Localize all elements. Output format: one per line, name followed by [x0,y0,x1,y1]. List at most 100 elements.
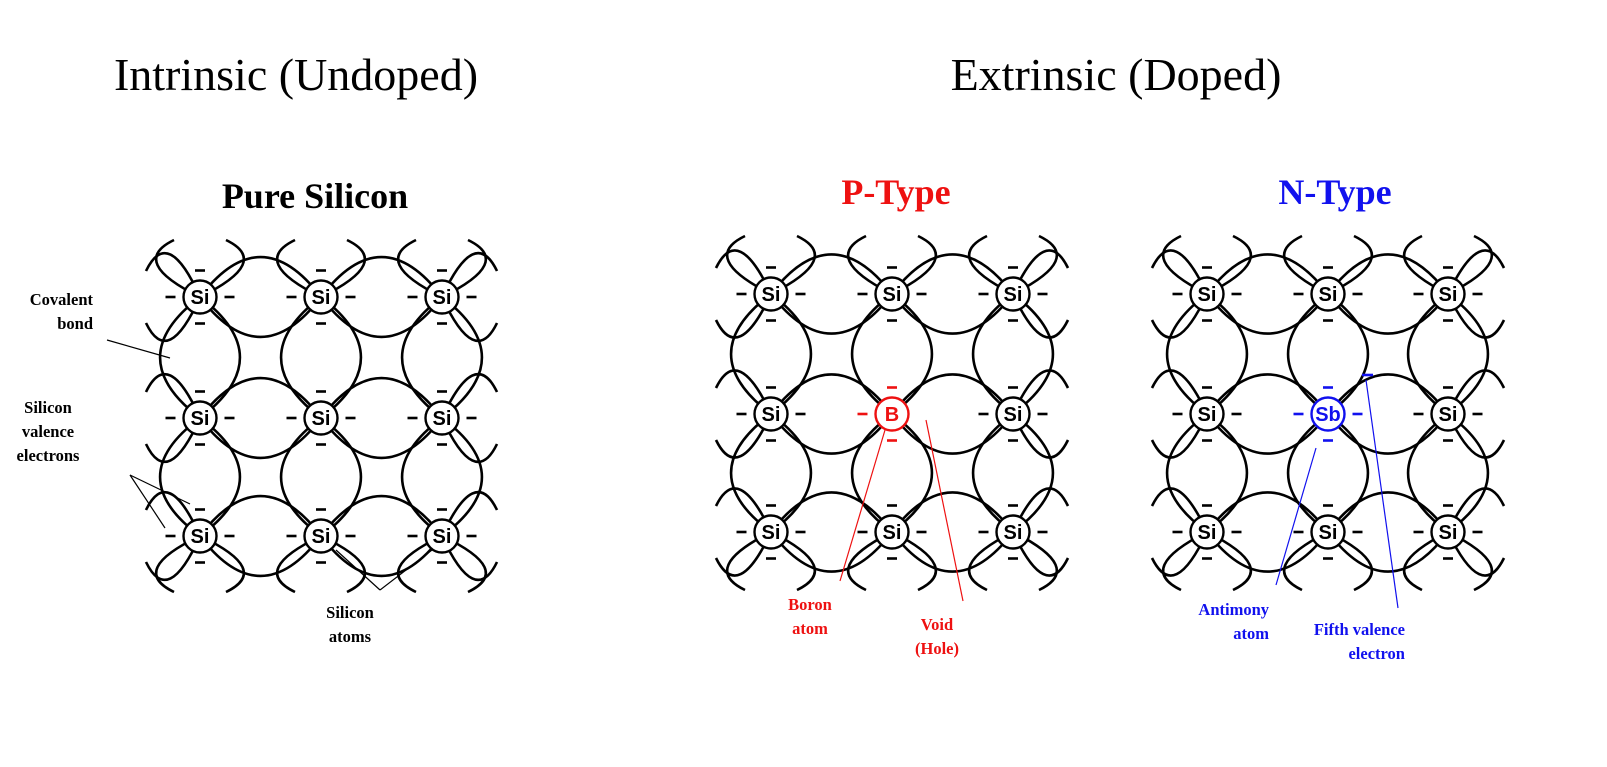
leader-line [1365,379,1399,609]
atom-label: Si [191,287,210,309]
covalent-bond-arc [891,412,934,534]
covalent-bond-arc [729,412,772,534]
atom-label: Si [1319,284,1338,306]
covalent-bond-arc [769,373,894,415]
covalent-bond-arc [1326,413,1450,455]
covalent-bond-label: Covalent [30,290,94,309]
fifth-valence-electron-label: electron [1348,644,1405,663]
silicon-atom: Si [286,269,356,325]
covalent-bond-arc [279,295,322,420]
silicon-atom: Si [165,390,235,446]
covalent-bond-arc [890,531,1015,573]
atom-label: Si [883,284,902,306]
leader-line [335,549,381,591]
covalent-bond-arc [198,494,323,537]
covalent-bond-arc [400,416,443,538]
covalent-bond-arc [319,494,444,537]
covalent-bond-arc [1286,292,1329,416]
silicon-atom: Si [165,269,235,325]
covalent-bond-arc [1447,412,1490,534]
atom-label: Si [1198,404,1217,426]
covalent-bond-arc [1286,412,1329,534]
silicon-atoms-callout: Silicon atoms [326,549,433,646]
silicon-atom: Si [1293,504,1363,560]
boron-atom-label: atom [792,619,828,638]
silicon-atom: Si [1293,266,1363,322]
silicon-atom: Si [286,508,356,564]
covalent-bonds [144,238,499,594]
covalent-bond-arc [1327,292,1370,416]
covalent-bond-arc [890,293,1015,335]
atom-label: Sb [1315,404,1341,426]
covalent-bond-arc [769,491,894,533]
covalent-bond-arc [441,416,484,538]
atom-label: Si [1004,522,1023,544]
covalent-bond-arc [769,413,894,455]
silicon-atom: Si [857,504,927,560]
covalent-bond-arc [319,255,444,298]
atom-label: Si [1439,284,1458,306]
silicon-atom: Si [1172,504,1242,560]
covalent-bond-arc [158,295,201,420]
covalent-bond-arc [1012,292,1055,416]
covalent-bond-arc [1326,373,1450,415]
atom-label: Si [191,408,210,430]
covalent-bond-arc [441,295,484,420]
pure-silicon-annotations: CovalentbondSiliconvalenceelectronsSilic… [17,290,433,646]
covalent-bond-arc [769,531,894,573]
intrinsic-heading: Intrinsic (Undoped) [114,49,478,100]
atom-label: Si [312,408,331,430]
fifth-valence-electron-callout: Fifth valence electron [1314,379,1405,663]
void-hole-label: (Hole) [915,639,959,658]
fifth-valence-electron-label: Fifth valence [1314,620,1405,639]
covalent-bond-arc [770,292,813,416]
covalent-bond-callout: Covalent bond [30,290,171,359]
covalent-bond-arc [890,373,1015,415]
silicon-atoms-label: Silicon [326,603,374,622]
extrinsic-heading: Extrinsic (Doped) [951,49,1282,100]
silicon-atom: Si [978,266,1048,322]
covalent-bond-arc [1165,292,1208,416]
covalent-bond-label: bond [57,314,93,333]
covalent-bond-arc [1205,491,1330,533]
covalent-bond-arc [320,295,363,420]
silicon-atom: Si [1172,386,1242,442]
covalent-bond-arc [319,417,444,460]
atom-label: Si [1439,522,1458,544]
dopant-atom: B [857,386,910,442]
covalent-bond-arc [198,535,323,578]
n-type-title: N-Type [1278,172,1391,212]
covalent-bond-arc [971,292,1014,416]
covalent-bond-arc [1205,253,1330,295]
covalent-bond-arc [319,296,444,339]
covalent-bond-arc [279,416,322,538]
silicon-atoms-label: atoms [329,627,372,646]
silicon-atom: Si [407,269,477,325]
covalent-bond-arc [850,412,893,534]
covalent-bond-arc [1447,292,1490,416]
atom-label: B [885,404,899,426]
atom-label: Si [433,287,452,309]
leader-line [379,549,433,591]
atom-label: Si [1439,404,1458,426]
silicon-atom: Si [978,386,1048,442]
antimony-atom-label: Antimony [1198,600,1269,619]
silicon-atom: Si [736,504,806,560]
pure-silicon-title: Pure Silicon [222,176,408,216]
p-type-title: P-Type [841,172,950,212]
silicon-valence-electrons-label: electrons [17,446,81,465]
covalent-bond-arc [400,295,443,420]
covalent-bond-arc [198,376,323,419]
void-hole-callout: Void(Hole) [915,419,964,658]
covalent-bond-arc [1206,292,1249,416]
covalent-bond-arc [971,412,1014,534]
covalent-bond-arc [198,255,323,298]
